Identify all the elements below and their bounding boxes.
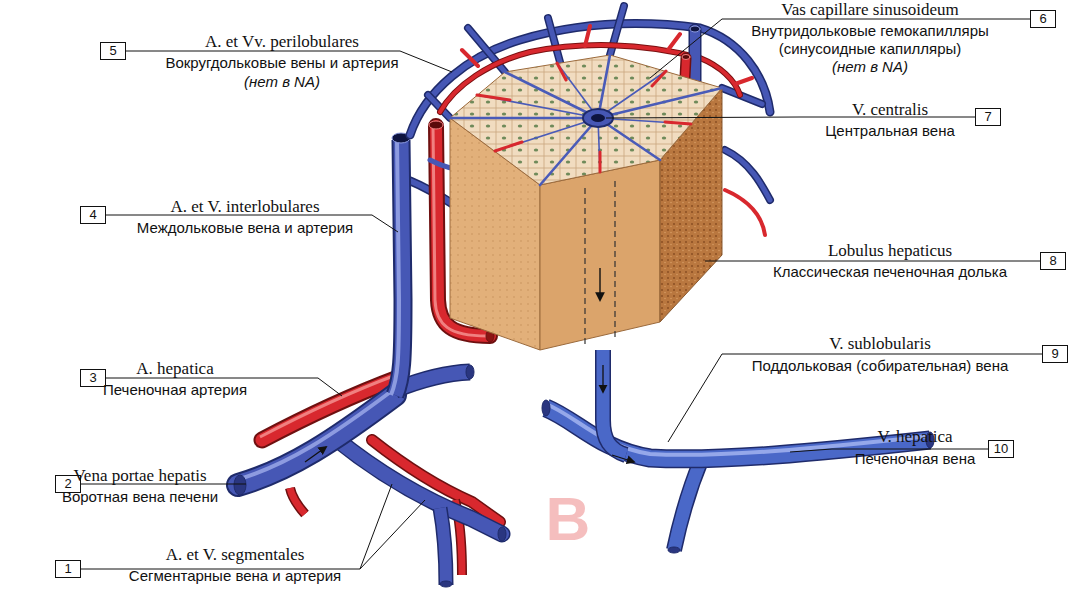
vein-outline <box>674 458 702 550</box>
flow-arrow <box>305 447 326 462</box>
callout-number: 9 <box>1051 346 1058 361</box>
vein <box>440 508 446 585</box>
callout-number: 3 <box>89 370 96 385</box>
callout-box: 9 <box>1042 345 1068 363</box>
latin-term: A. et Vv. perilobulares <box>205 32 359 52</box>
callout-box: 5 <box>100 42 126 60</box>
callout-number: 4 <box>89 207 96 222</box>
vein-outline <box>440 508 446 585</box>
dashed-line <box>584 188 585 345</box>
russian-term: (нет в NA) <box>244 73 320 91</box>
vessel-end <box>668 547 680 553</box>
flow-arrow <box>612 455 634 462</box>
latin-term: A. et V. interlobulares <box>170 197 319 217</box>
russian-term: Печеночная вена <box>855 450 976 468</box>
vessel-end <box>440 581 452 587</box>
artery <box>290 488 305 514</box>
callout-number: 6 <box>1039 11 1046 26</box>
latin-term: Vena portae hepatis <box>73 466 206 486</box>
callout-number: 1 <box>64 561 71 576</box>
leader-lines <box>80 19 1042 569</box>
sinusoids <box>450 55 722 185</box>
callout-number: 8 <box>1049 253 1056 268</box>
callout-box: 7 <box>975 108 1001 126</box>
latin-term: V. sublobularis <box>829 334 931 354</box>
leader-line <box>650 19 1030 78</box>
latin-term: V. centralis <box>852 100 928 120</box>
perilobular-artery <box>725 190 765 235</box>
central-vein-lumen <box>591 114 605 122</box>
callout-number: 10 <box>994 441 1008 456</box>
vein <box>335 438 502 534</box>
latin-term: Vas capillare sinusoideum <box>781 0 959 20</box>
callout-box: 3 <box>80 369 106 387</box>
russian-term: Центральная вена <box>825 122 955 140</box>
vein <box>674 458 702 550</box>
vessel-end <box>466 365 474 379</box>
latin-term: V. hepatica <box>877 427 952 447</box>
vessel-end <box>429 121 443 129</box>
callout-box: 1 <box>55 560 81 578</box>
vein-outline <box>335 438 502 534</box>
vessel-end <box>690 26 700 32</box>
leader-line <box>360 500 425 569</box>
callout-number: 7 <box>984 109 991 124</box>
callout-box: 4 <box>80 206 106 224</box>
vein-outline <box>603 350 626 455</box>
russian-term: Внутридольковые гемокапилляры (синусоидн… <box>739 22 1001 58</box>
artery-outline <box>290 488 305 514</box>
russian-term: Вокругдольковые вены и артерия <box>165 54 398 72</box>
russian-term: (нет в NA) <box>832 58 908 76</box>
russian-term: Печеночная артерия <box>103 381 247 399</box>
flow-arrows <box>305 365 634 462</box>
callout-box: 8 <box>1040 252 1066 270</box>
watermark: В <box>546 484 591 554</box>
callout-box: 6 <box>1030 10 1056 28</box>
leader-line <box>668 354 1042 442</box>
callout-box: 10 <box>988 440 1014 458</box>
sinusoid <box>450 55 722 185</box>
russian-term: Поддольковая (собирательная) вена <box>752 357 1009 375</box>
leader-line <box>126 51 452 72</box>
lobule-face <box>540 160 660 350</box>
vein <box>603 350 626 455</box>
dashed-line <box>614 181 615 338</box>
vessel-end <box>682 55 690 60</box>
flow-arrow <box>602 365 603 392</box>
latin-term: A. et V. segmentales <box>166 545 305 565</box>
russian-term: Классическая печеночная долька <box>773 263 1007 281</box>
vessel-end <box>498 527 506 541</box>
vein-highlight <box>391 140 399 395</box>
vein-highlight <box>236 390 393 480</box>
vessel-end <box>542 400 550 416</box>
russian-term: Сегментарные вена и артерия <box>129 567 341 585</box>
callout-number: 5 <box>109 43 116 58</box>
russian-term: Воротная вена печени <box>62 488 218 506</box>
hepatic-lobule <box>450 55 722 350</box>
vessel-end <box>234 475 246 495</box>
flow-arrow <box>599 268 600 300</box>
lobule-top <box>450 55 722 185</box>
leader-line <box>705 261 1040 262</box>
latin-term: Lobulus hepaticus <box>828 241 952 261</box>
russian-term: Междольковые вена и артерия <box>137 219 353 237</box>
latin-term: A. hepatica <box>136 359 213 379</box>
